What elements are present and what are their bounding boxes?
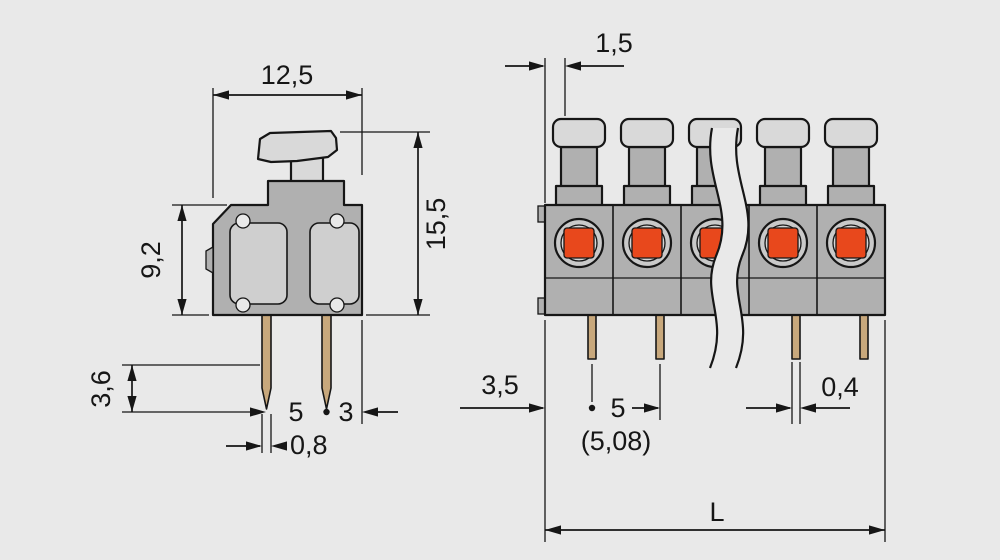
wire-entry-2: [621, 217, 673, 269]
side-pin-left: [261, 314, 272, 410]
dim-pin-spacing: 5 3: [250, 320, 398, 427]
dim-pin-length: 3,6: [86, 364, 260, 413]
dim-overall-height: 15,5: [340, 131, 451, 316]
side-rivet-bottom-right: [329, 297, 345, 313]
dim-label-overall-length: L: [709, 497, 724, 527]
dim-label-lip-width: 1,5: [595, 28, 633, 58]
side-pin-right: [321, 314, 332, 410]
wire-opening-4: [767, 227, 799, 259]
dim-label-pin-thickness: 0,4: [821, 372, 859, 402]
wire-entry-5: [825, 217, 877, 269]
side-view: 12,5 15,5 9,2 3,6: [86, 60, 451, 460]
break-line-right-edge: [734, 127, 750, 369]
button-cap-2: [619, 117, 675, 149]
side-panel-left: [229, 222, 288, 305]
front-pin-4: [791, 314, 801, 360]
front-pin-5: [859, 314, 869, 360]
button-cap-5: [823, 117, 879, 149]
button-pole-1: [551, 117, 607, 208]
button-cap-1: [551, 117, 607, 149]
button-pole-5: [823, 117, 879, 208]
dim-pitch: 5 (5,08): [581, 364, 661, 456]
side-button-cap: [256, 129, 339, 164]
dim-label-overall-height: 15,5: [421, 198, 451, 251]
wire-entry-4: [757, 217, 809, 269]
dim-label-body-height: 9,2: [136, 241, 166, 279]
front-pin-2: [655, 314, 665, 360]
side-rivet-top-left: [235, 213, 251, 229]
button-pole-4: [755, 117, 811, 208]
dim-label-edge-to-first-pin: 3,5: [481, 370, 519, 400]
side-rivet-top-right: [329, 213, 345, 229]
side-view-pins: [261, 314, 332, 410]
dim-label-pin-spacing: 5: [288, 397, 303, 427]
dim-label-pin-width: 0,8: [290, 430, 328, 460]
front-buttons: [551, 117, 879, 208]
side-panel-right: [309, 222, 360, 305]
side-rivet-bottom-left: [235, 297, 251, 313]
dim-pin-width: 0,8: [226, 414, 328, 460]
dim-label-overall-width: 12,5: [261, 60, 314, 90]
break-line: [708, 127, 750, 369]
front-pin-1: [587, 314, 597, 360]
dim-label-pitch-alt: (5,08): [581, 426, 652, 456]
button-cap-4: [755, 117, 811, 149]
dim-body-height: 9,2: [136, 204, 227, 316]
wire-opening-1: [563, 227, 595, 259]
break-line-left-edge: [708, 127, 724, 369]
front-view: 1,5 3,5 5 (5,08) 0,4: [460, 28, 887, 542]
side-housing-notch: [205, 245, 214, 275]
wire-opening-5: [835, 227, 867, 259]
dim-label-pitch: 5: [610, 393, 625, 423]
dim-overall-length: L: [544, 320, 886, 542]
dim-lip-width: 1,5: [505, 28, 633, 203]
dim-overall-width: 12,5: [212, 60, 363, 198]
button-pole-2: [619, 117, 675, 208]
dim-pin-thickness: 0,4: [746, 362, 859, 424]
wire-opening-2: [631, 227, 663, 259]
dim-label-pin-to-edge: 3: [338, 397, 353, 427]
dim-label-pin-length: 3,6: [86, 370, 116, 408]
wire-entry-1: [553, 217, 605, 269]
dim-edge-to-first-pin: 3,5: [460, 370, 545, 413]
